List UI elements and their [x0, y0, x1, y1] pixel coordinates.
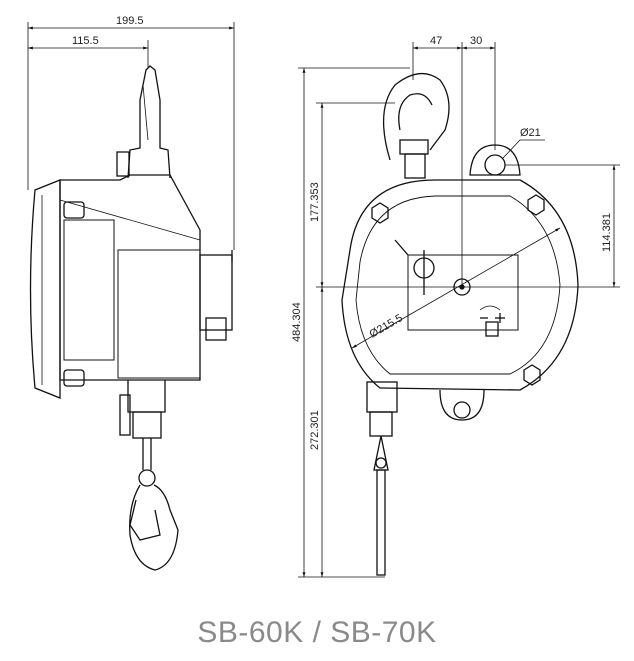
model-label: SB-60K / SB-70K: [197, 616, 437, 649]
dim-upper-height: 177.353: [309, 182, 321, 222]
side-view: [29, 65, 233, 571]
dim-overall-width: 199.5: [116, 15, 144, 27]
dim-lower-height: 272.301: [309, 410, 321, 450]
dim-eye-height: 114.381: [601, 213, 613, 252]
dim-hook-right: 30: [470, 35, 482, 47]
dim-hook-offset: 115.5: [72, 35, 99, 47]
dim-eye-diameter: Ø21: [520, 127, 541, 139]
dimension-lines: [27, 22, 620, 578]
dim-total-height: 484.304: [291, 302, 303, 342]
dim-hook-left: 47: [430, 35, 442, 47]
dim-drum-diameter: Ø215.5: [368, 312, 405, 340]
